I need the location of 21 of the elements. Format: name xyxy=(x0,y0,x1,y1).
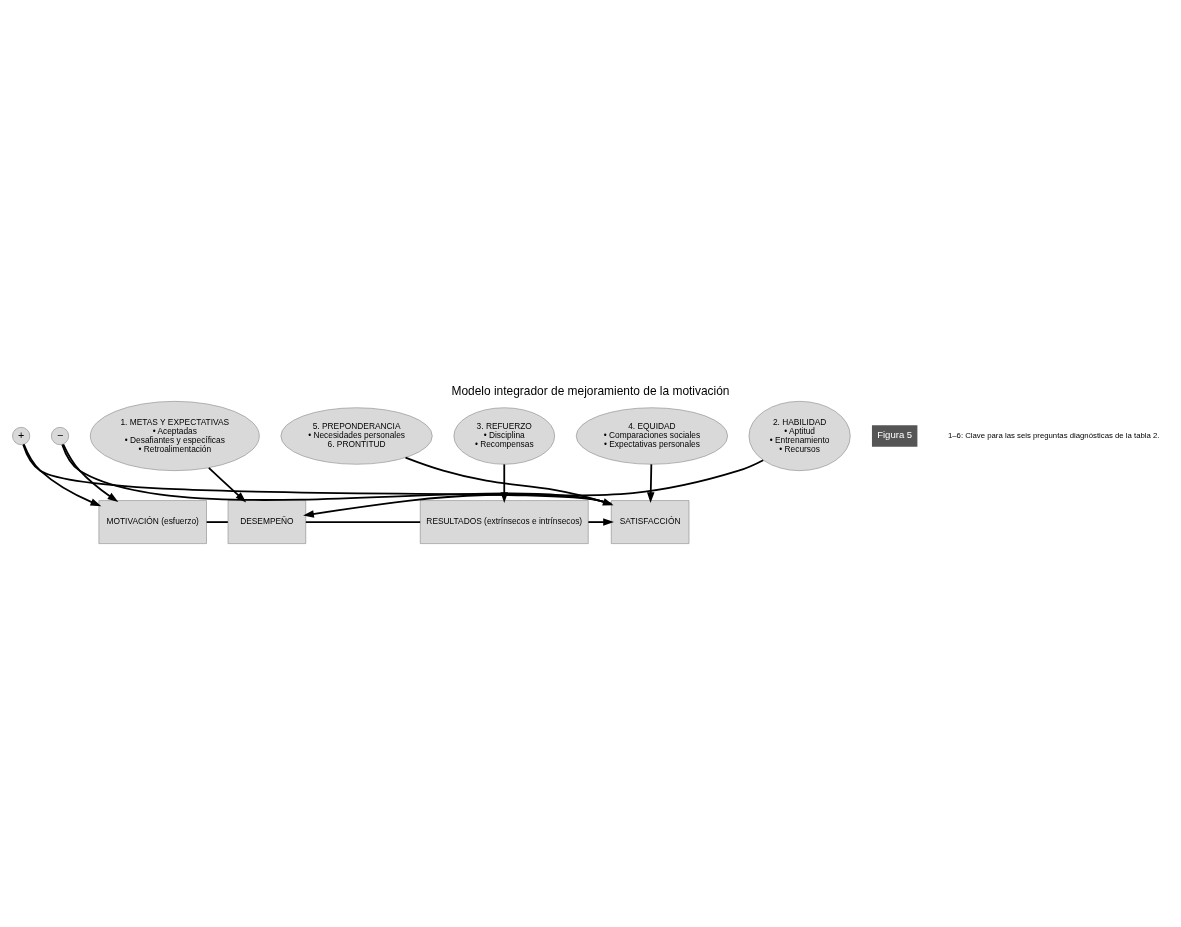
arrow xyxy=(22,443,102,507)
node-box: DESEMPEÑO xyxy=(227,500,307,544)
node-ellipse: 5. PREPONDERANCIA • Necesidades personales 6. PRONTITUD xyxy=(280,407,433,465)
connector xyxy=(205,521,229,523)
arrow xyxy=(207,467,247,503)
node-box: SATISFACCIÓN xyxy=(611,500,690,544)
node-box: MOTIVACIÓN (esfuerzo) xyxy=(98,500,207,544)
arrow xyxy=(303,459,765,518)
connector xyxy=(304,521,422,523)
node-ellipse: 1. METAS Y EXPECTATIVAS • Aceptadas • Desafiantes y específicas • Retroalimentación xyxy=(90,401,260,471)
node-ellipse: 2. HABILIDAD • Aptitud • Entrenamiento • Recursos xyxy=(748,401,851,471)
node-circle: − xyxy=(51,427,69,445)
node-ellipse: 3. REFUERZO • Disciplina • Recompensas xyxy=(453,407,555,465)
arrow xyxy=(587,518,614,526)
label: Figura 5 xyxy=(877,429,913,441)
arrow xyxy=(647,463,655,504)
node-circle: + xyxy=(12,427,31,445)
node-ellipse: 4. EQUIDAD • Comparaciones sociales • Expectativas personales xyxy=(575,407,728,465)
diagram-title: Modelo integrador de mejoramiento de la motivación xyxy=(451,384,730,399)
node-box: RESULTADOS (extrínsecos e intrínsecos) xyxy=(419,500,589,544)
arrow xyxy=(62,443,119,503)
